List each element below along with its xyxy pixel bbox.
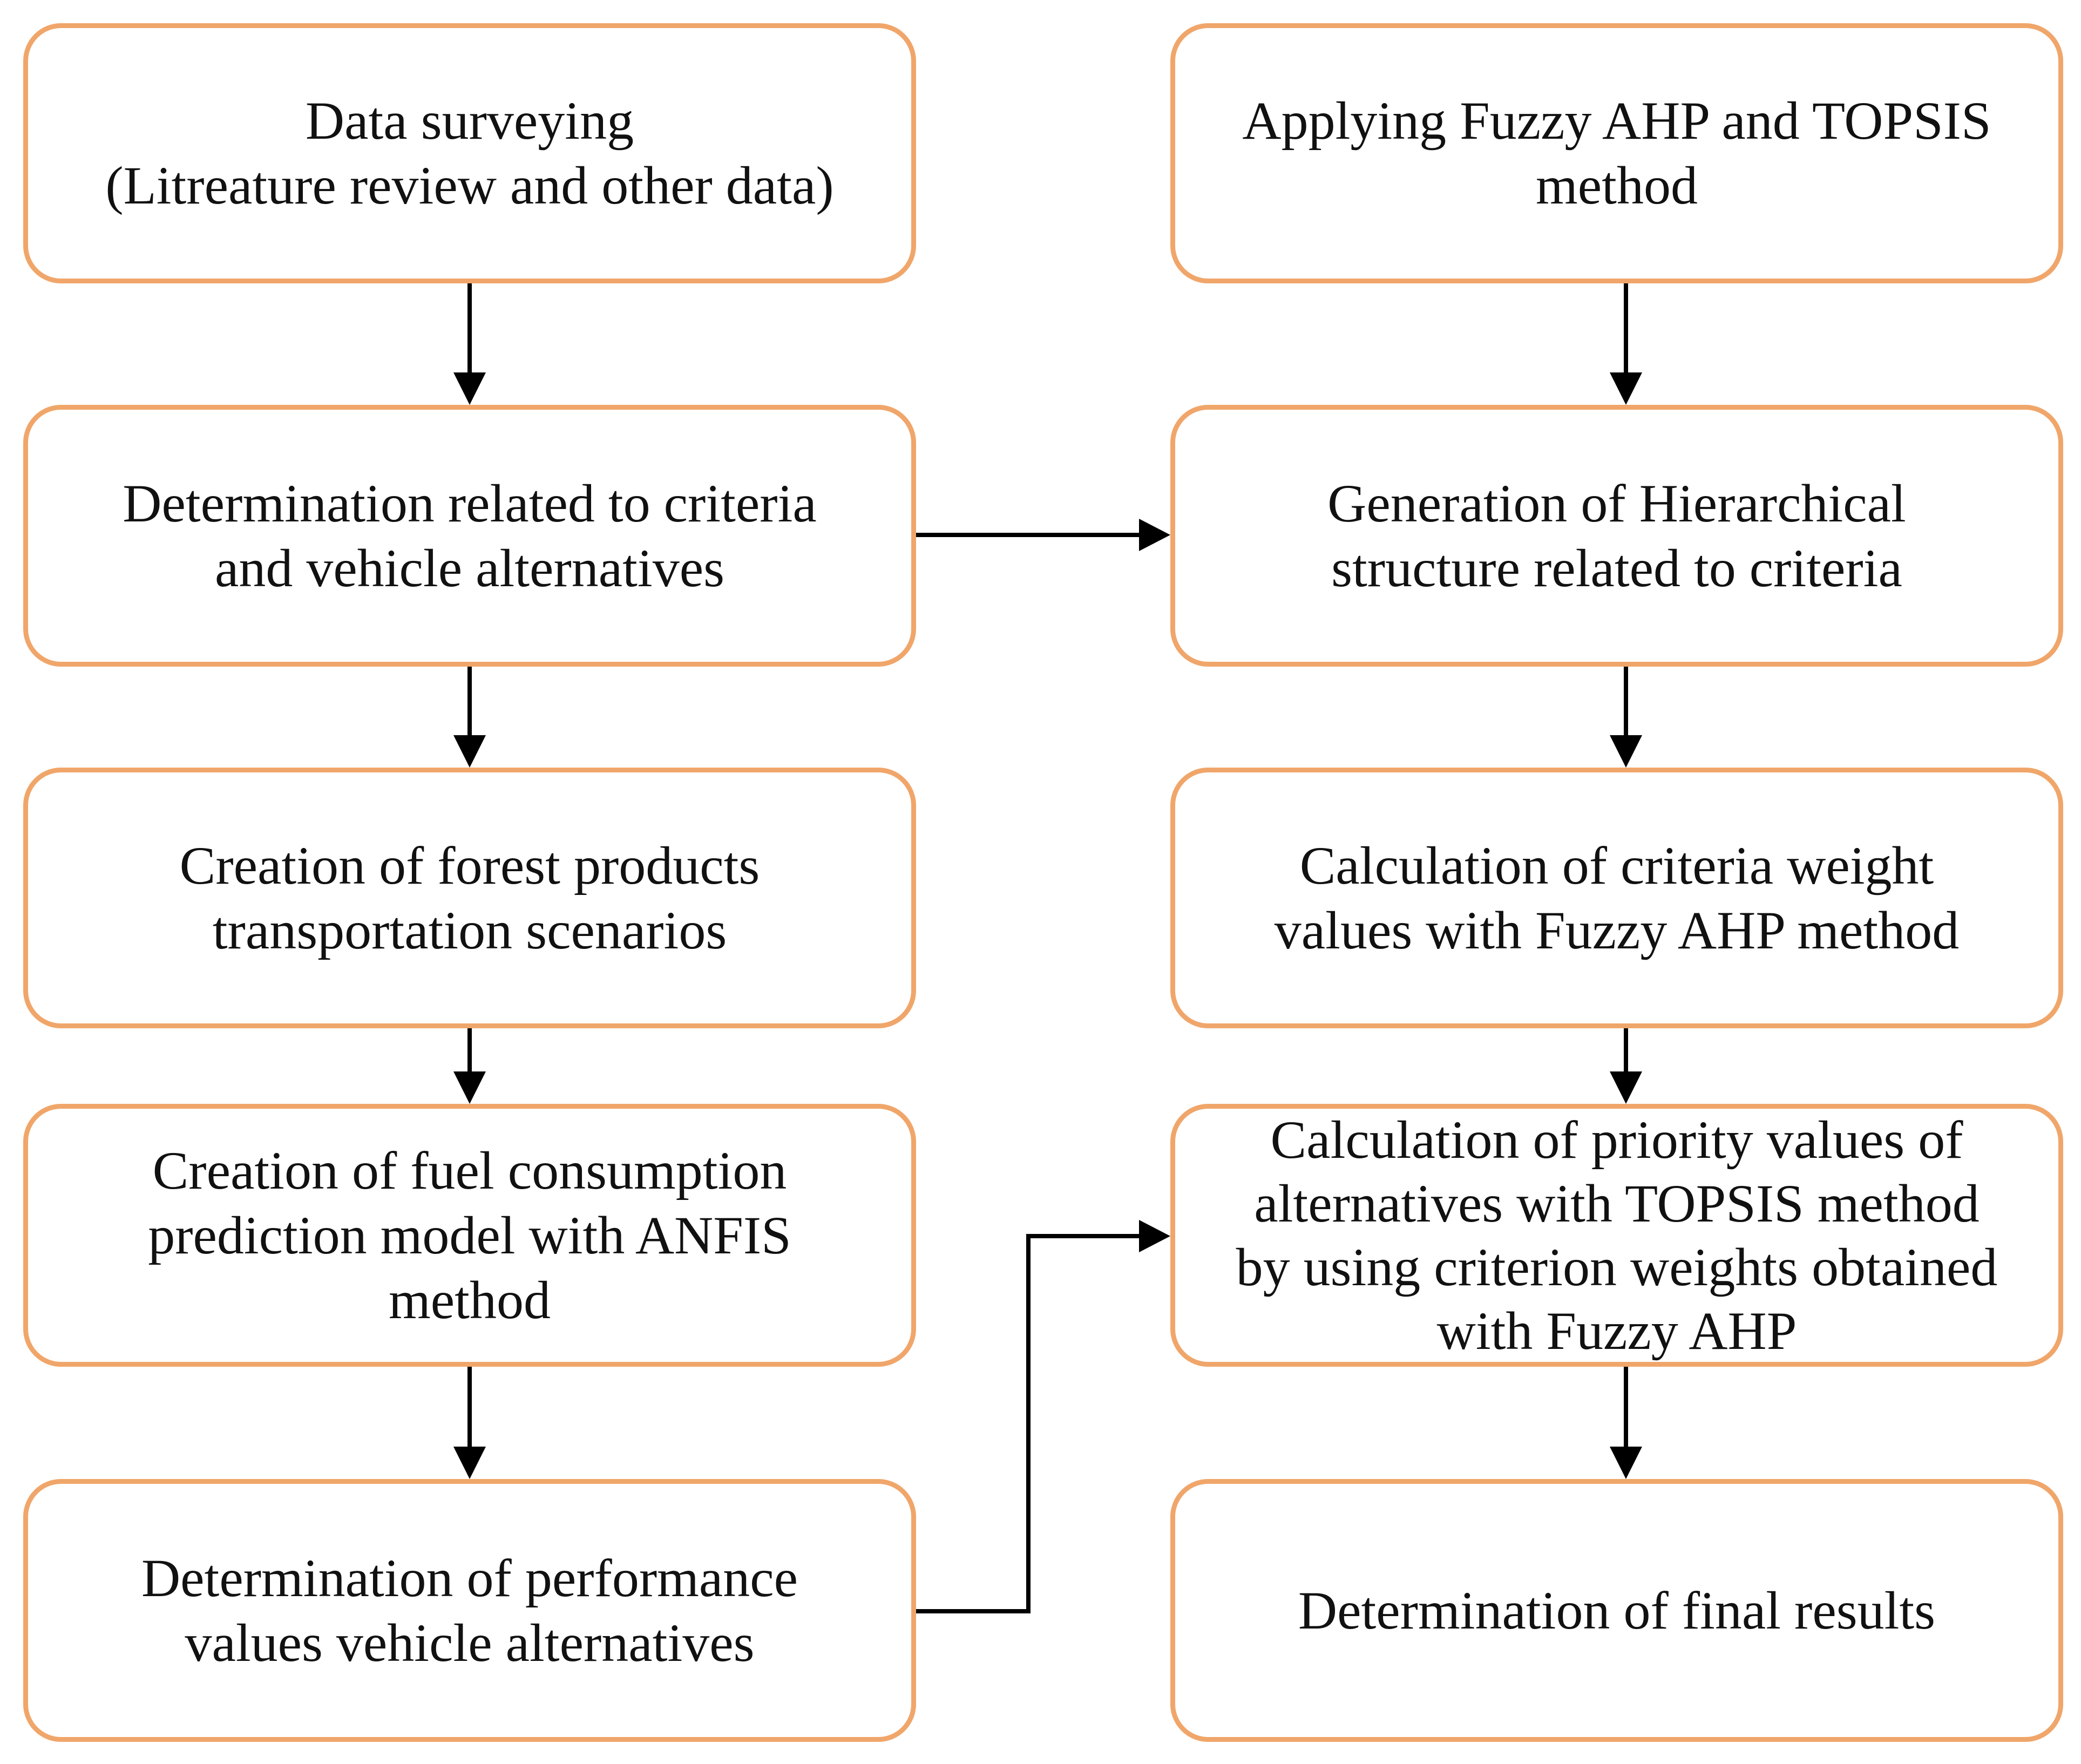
node-applying-fuzzy-ahp-topsis-text: Applying Fuzzy AHP and TOPSIS method (1242, 91, 1991, 215)
node-data-surveying: Data surveying (Litreature review and ot… (23, 23, 916, 283)
node-fuel-consumption-model: Creation of fuel consumption prediction … (23, 1104, 916, 1367)
node-performance-values: Determination of performance values vehi… (23, 1479, 916, 1742)
node-criteria-weights: Calculation of criteria weight values wi… (1170, 768, 2063, 1028)
node-priority-values-topsis-text: Calculation of priority values of altern… (1236, 1109, 1998, 1361)
arrowhead-r1-r2 (1610, 372, 1642, 405)
node-determination-criteria: Determination related to criteria and ve… (23, 405, 916, 667)
node-performance-values-text: Determination of performance values vehi… (141, 1548, 798, 1673)
node-fuel-consumption-model-text: Creation of fuel consumption prediction … (148, 1140, 791, 1330)
arrowhead-l3-l4 (453, 1071, 486, 1104)
node-criteria-weights-text: Calculation of criteria weight values wi… (1274, 835, 1960, 960)
arrowhead-l1-l2 (453, 372, 486, 405)
arrowhead-r4-r5 (1610, 1447, 1642, 1479)
node-data-surveying-text: Data surveying (Litreature review and ot… (105, 91, 834, 215)
node-final-results: Determination of final results (1170, 1479, 2063, 1742)
node-hierarchical-structure: Generation of Hierarchical structure rel… (1170, 405, 2063, 667)
node-determination-criteria-text: Determination related to criteria and ve… (123, 473, 817, 598)
arrowhead-r3-r4 (1610, 1071, 1642, 1104)
arrowhead-l5-r4 (1139, 1220, 1170, 1252)
node-priority-values-topsis: Calculation of priority values of altern… (1170, 1104, 2063, 1367)
node-applying-fuzzy-ahp-topsis: Applying Fuzzy AHP and TOPSIS method (1170, 23, 2063, 283)
arrowhead-r2-r3 (1610, 735, 1642, 768)
node-final-results-text: Determination of final results (1298, 1580, 1936, 1640)
edge-l5-r4 (916, 1234, 1139, 1613)
node-creation-scenarios-text: Creation of forest products transportati… (179, 835, 760, 960)
arrowhead-l4-l5 (453, 1447, 486, 1479)
node-creation-scenarios: Creation of forest products transportati… (23, 768, 916, 1028)
arrowhead-l2-r2 (1139, 519, 1170, 551)
arrowhead-l2-l3 (453, 735, 486, 768)
node-hierarchical-structure-text: Generation of Hierarchical structure rel… (1327, 473, 1906, 598)
